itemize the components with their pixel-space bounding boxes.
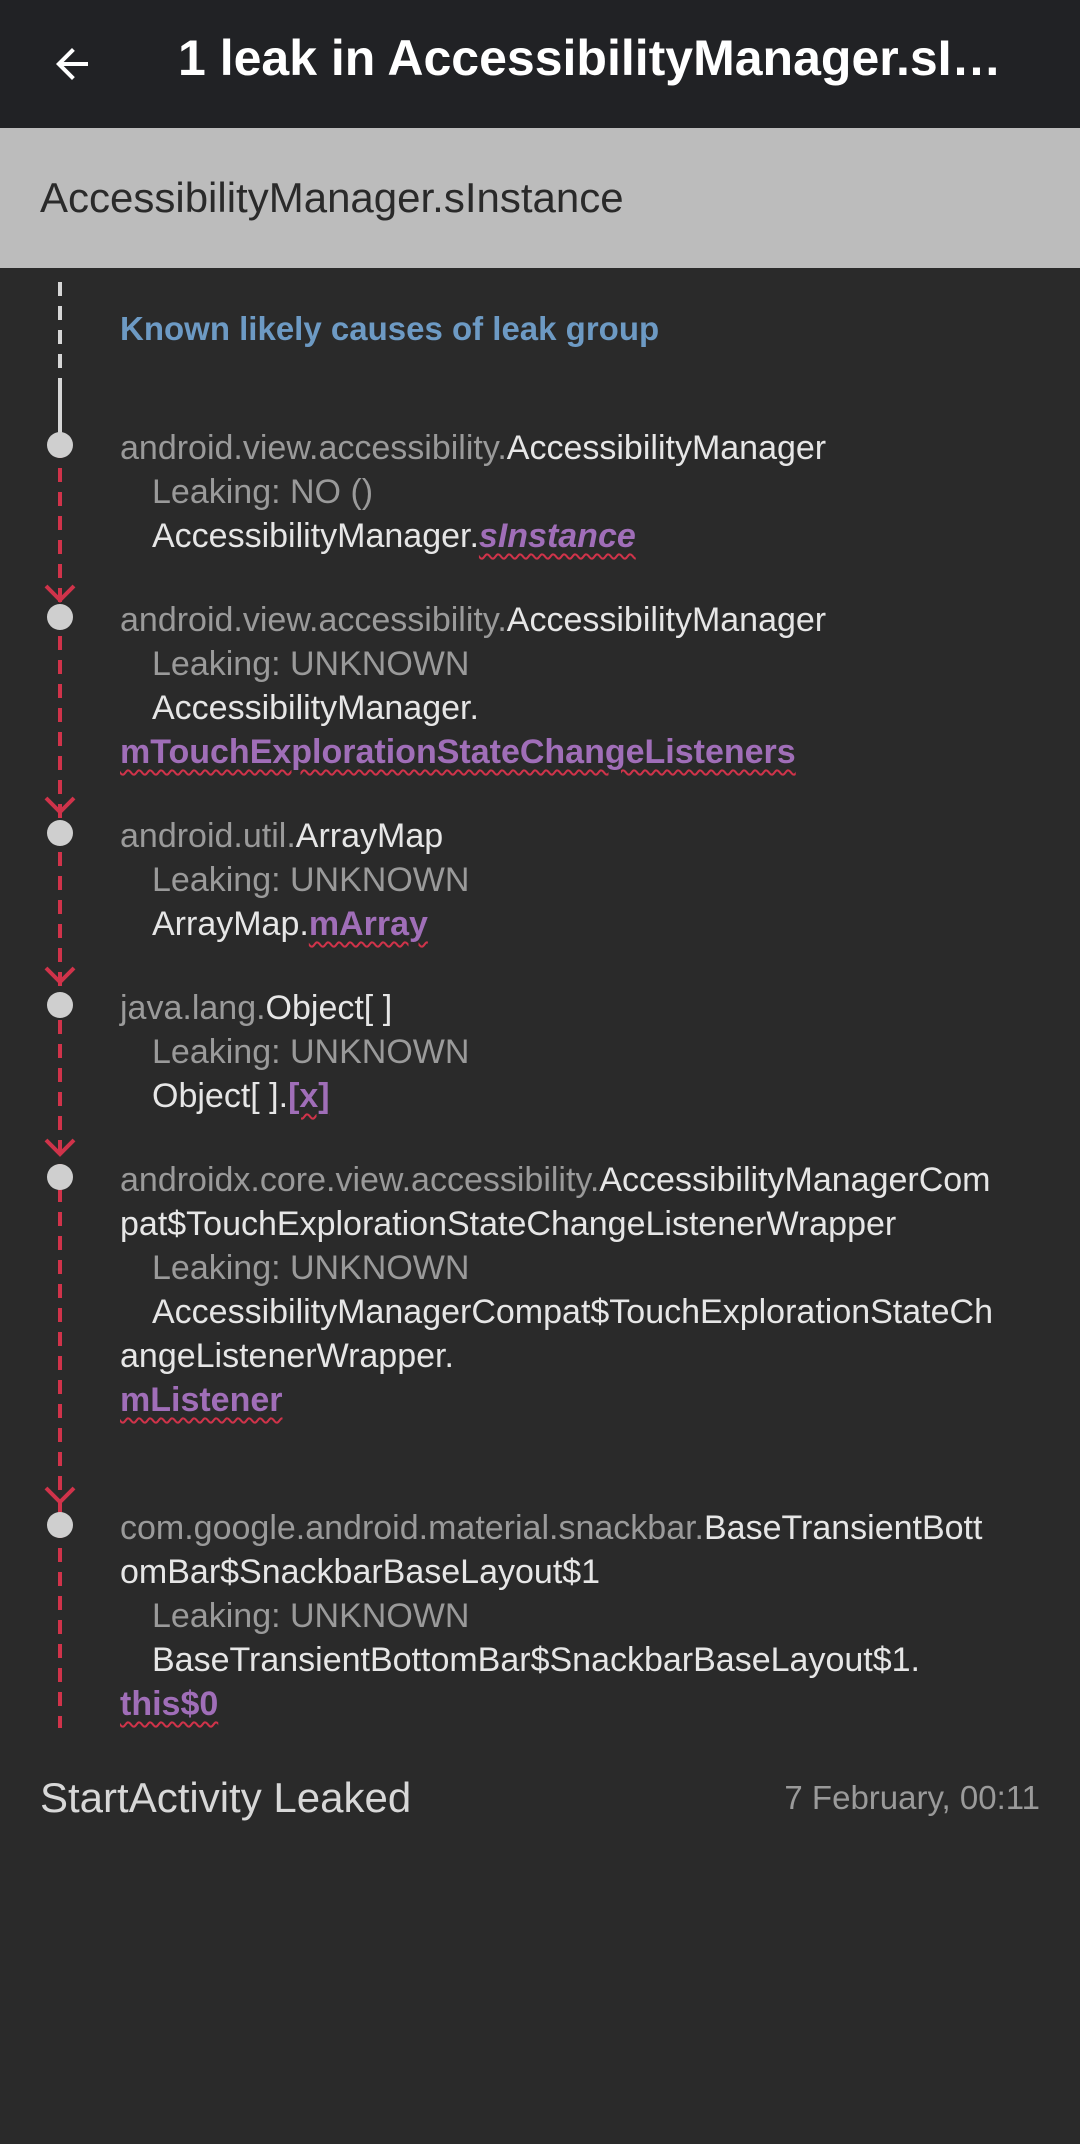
trace-node[interactable]: java.lang.Object[ ] Leaking: UNKNOWN Obj… [120,986,1000,1118]
node-reference-field: sInstance [478,517,636,555]
arrow-back-icon [56,48,88,80]
node-reference-field: mListener [120,1381,283,1419]
leak-title[interactable]: StartActivity Leaked [40,1774,412,1821]
node-reference-owner: AccessibilityManager. [152,517,479,555]
known-causes-link[interactable]: Known likely causes of leak group [120,310,660,347]
leak-group-header: AccessibilityManager.sInstance [0,128,1080,268]
node-leaking-status: Leaking: UNKNOWN [152,1597,470,1635]
node-package: android.view.accessibility. [120,601,507,639]
trace-node[interactable]: androidx.core.view.accessibility.Accessi… [120,1158,1000,1422]
node-leaking-status: Leaking: UNKNOWN [152,1033,470,1071]
node-class: AccessibilityManager [506,429,827,467]
node-reference-owner: Object[ ]. [152,1077,289,1115]
trace-node[interactable]: android.view.accessibility.Accessibility… [120,598,1000,774]
trace-node-dot [47,604,73,630]
page-title: 1 leak in AccessibilityManager.sInstance [178,30,1028,86]
node-class: ArrayMap [295,817,444,855]
node-package: com.google.android.material.snackbar. [120,1509,704,1547]
node-class: BaseTransientBottomBar$SnackbarBaseLayou… [120,1509,983,1591]
node-reference-field: mTouchExplorationStateChangeListeners [120,733,796,771]
node-package: java.lang. [120,989,266,1027]
trace-node-dot [47,820,73,846]
node-reference-owner: AccessibilityManager. [152,689,479,727]
node-class: AccessibilityManager [506,601,827,639]
leak-trace: Known likely causes of leak group androi… [0,268,1080,1728]
node-class: AccessibilityManagerCompat$TouchExplorat… [120,1161,991,1243]
node-leaking-status: Leaking: UNKNOWN [152,645,470,683]
leak-trace-line [44,282,76,1728]
node-leaking-status: Leaking: UNKNOWN [152,861,470,899]
trace-node-dot [47,432,73,458]
trace-node-dot [47,1512,73,1538]
node-class: Object[ ] [265,989,393,1027]
back-button[interactable] [40,32,104,96]
node-leaking-status: Leaking: UNKNOWN [152,1249,470,1287]
app-bar: 1 leak in AccessibilityManager.sInstance [0,0,1080,128]
node-reference-field: this$0 [120,1685,219,1723]
trace-node[interactable]: android.util.ArrayMap Leaking: UNKNOWN A… [120,814,1000,946]
leak-timestamp: 7 February, 00:11 [784,1779,1040,1816]
node-reference-owner: AccessibilityManagerCompat$TouchExplorat… [120,1293,993,1375]
node-package: android.view.accessibility. [120,429,507,467]
trace-node[interactable]: com.google.android.material.snackbar.Bas… [120,1506,1000,1726]
node-reference-owner: BaseTransientBottomBar$SnackbarBaseLayou… [152,1641,920,1679]
node-package: androidx.core.view.accessibility. [120,1161,600,1199]
node-reference-field: [x] [288,1077,330,1115]
node-leaking-status: Leaking: NO () [152,473,374,511]
leak-group-title: AccessibilityManager.sInstance [40,174,624,221]
trace-node-dot [47,1164,73,1190]
trace-node[interactable]: android.view.accessibility.Accessibility… [120,426,1000,558]
node-reference-field: mArray [308,905,428,943]
node-reference-owner: ArrayMap. [152,905,309,943]
trace-node-dot [47,992,73,1018]
node-package: android.util. [120,817,296,855]
